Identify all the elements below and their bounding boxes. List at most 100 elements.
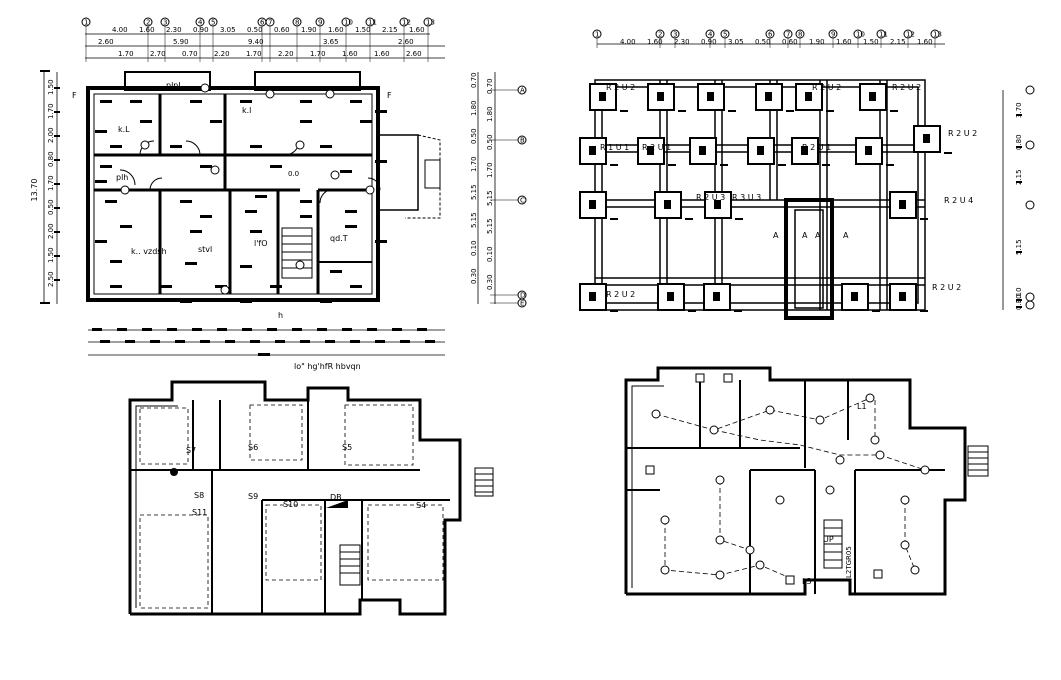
dimension-text: 0.60 bbox=[782, 38, 798, 46]
dimension-tick bbox=[258, 353, 270, 356]
dimension-tick bbox=[92, 328, 102, 331]
dimension-tick bbox=[270, 285, 282, 288]
dimension-tick bbox=[367, 328, 377, 331]
dimension-text: 1.60 bbox=[409, 26, 425, 34]
dimension-tick bbox=[786, 110, 794, 112]
dimension-tick bbox=[200, 215, 212, 218]
room-label: h bbox=[278, 311, 283, 320]
dimension-tick bbox=[225, 340, 235, 343]
light-fixture bbox=[709, 425, 719, 435]
dimension-text: 2.15 bbox=[890, 38, 906, 46]
dimension-tick bbox=[317, 328, 327, 331]
switch-label: S9 bbox=[248, 492, 258, 501]
light-fixture bbox=[715, 475, 725, 485]
dimension-text: 1.60 bbox=[917, 38, 933, 46]
dimension-tick bbox=[95, 240, 107, 243]
column-tag: R 2 U 2 bbox=[606, 290, 635, 299]
dimension-tick bbox=[54, 183, 60, 185]
dimension-tick bbox=[245, 210, 257, 213]
room-label: k.L bbox=[118, 125, 130, 134]
dimension-tick bbox=[345, 225, 357, 228]
dimension-text: 0.30 bbox=[1015, 294, 1023, 310]
light-fixture bbox=[835, 455, 845, 465]
dimension-tick bbox=[620, 110, 628, 112]
column-tag: R 2 U 1 bbox=[802, 143, 831, 152]
switch-label: S11 bbox=[192, 508, 207, 517]
dimension-tick bbox=[40, 302, 50, 304]
light-fixture bbox=[900, 495, 910, 505]
dimension-tick bbox=[688, 310, 696, 312]
footing bbox=[589, 83, 617, 111]
dimension-text: 1.60 bbox=[374, 50, 390, 58]
dimension-text: 0.70 bbox=[486, 78, 494, 94]
column-section bbox=[647, 146, 654, 155]
light-fixture bbox=[900, 540, 910, 550]
dimension-text: 2.60 bbox=[98, 38, 114, 46]
dimension-text: 2.30 bbox=[674, 38, 690, 46]
grid-number: 8 bbox=[798, 31, 802, 39]
column-section bbox=[667, 292, 674, 301]
dimension-text: 1.50 bbox=[47, 247, 55, 263]
plan-caption: lo" hg'hfR hbvqn bbox=[294, 362, 361, 371]
dimension-tick bbox=[217, 328, 227, 331]
grid-number: 2 bbox=[658, 31, 662, 39]
dimension-tick bbox=[1016, 146, 1022, 148]
dimension-tick bbox=[375, 110, 387, 113]
light-fixture bbox=[715, 570, 725, 580]
fan-box bbox=[785, 575, 795, 585]
dimension-text: 5.15 bbox=[486, 190, 494, 206]
column-section bbox=[589, 146, 596, 155]
dimension-tick bbox=[185, 262, 197, 265]
dimension-text: 3.70 bbox=[1015, 102, 1023, 118]
fixture-label: UP bbox=[823, 535, 834, 544]
dimension-tick bbox=[1016, 299, 1022, 301]
dimension-text: 5.15 bbox=[1015, 239, 1023, 255]
column-tag: R 2 U 3 bbox=[696, 193, 725, 202]
dimension-text: 1.90 bbox=[301, 26, 317, 34]
column-marker bbox=[325, 89, 335, 99]
grid-bubble bbox=[1025, 140, 1035, 150]
column-marker bbox=[330, 170, 340, 180]
dimension-text: 2.20 bbox=[214, 50, 230, 58]
dimension-text: 5.90 bbox=[173, 38, 189, 46]
dimension-tick bbox=[110, 285, 122, 288]
column-tag: A bbox=[773, 231, 779, 240]
light-fixture bbox=[870, 435, 880, 445]
grid-number: 8 bbox=[295, 19, 299, 27]
dimension-tick bbox=[242, 328, 252, 331]
dimension-tick bbox=[142, 328, 152, 331]
dimension-tick bbox=[350, 340, 360, 343]
column-section bbox=[714, 200, 721, 209]
dimension-tick bbox=[375, 160, 387, 163]
dimension-tick bbox=[920, 310, 928, 312]
column-tag: R 2 U 2 bbox=[812, 83, 841, 92]
dimension-tick bbox=[610, 218, 618, 220]
light-fixture bbox=[920, 465, 930, 475]
dimension-text: 2.20 bbox=[278, 50, 294, 58]
column-section bbox=[865, 146, 872, 155]
light-fixture bbox=[825, 485, 835, 495]
dimension-text: 1.60 bbox=[139, 26, 155, 34]
dimension-text: 0.50 bbox=[470, 128, 478, 144]
dimension-tick bbox=[95, 180, 107, 183]
dimension-text: 0.70 bbox=[182, 50, 198, 58]
dimension-tick bbox=[275, 340, 285, 343]
grid-number: 2 bbox=[146, 19, 150, 27]
switch-label: S4 bbox=[416, 501, 426, 510]
dimension-tick bbox=[400, 340, 410, 343]
dimension-tick bbox=[167, 328, 177, 331]
dimension-tick bbox=[345, 210, 357, 213]
grid-letter: A bbox=[520, 87, 525, 95]
dimension-tick bbox=[342, 328, 352, 331]
column-tag: R 2 U 2 bbox=[932, 283, 961, 292]
grid-letter: E bbox=[520, 300, 524, 308]
dimension-tick bbox=[255, 195, 267, 198]
grid-number: 6 bbox=[768, 31, 773, 39]
dimension-tick bbox=[728, 110, 736, 112]
dimension-tick bbox=[210, 120, 222, 123]
dimension-tick bbox=[292, 328, 302, 331]
grid-number: 13 bbox=[426, 19, 435, 27]
dimension-text: 0.10 bbox=[470, 240, 478, 256]
dimension-tick bbox=[350, 100, 362, 103]
dimension-text: 1.80 bbox=[470, 100, 478, 116]
